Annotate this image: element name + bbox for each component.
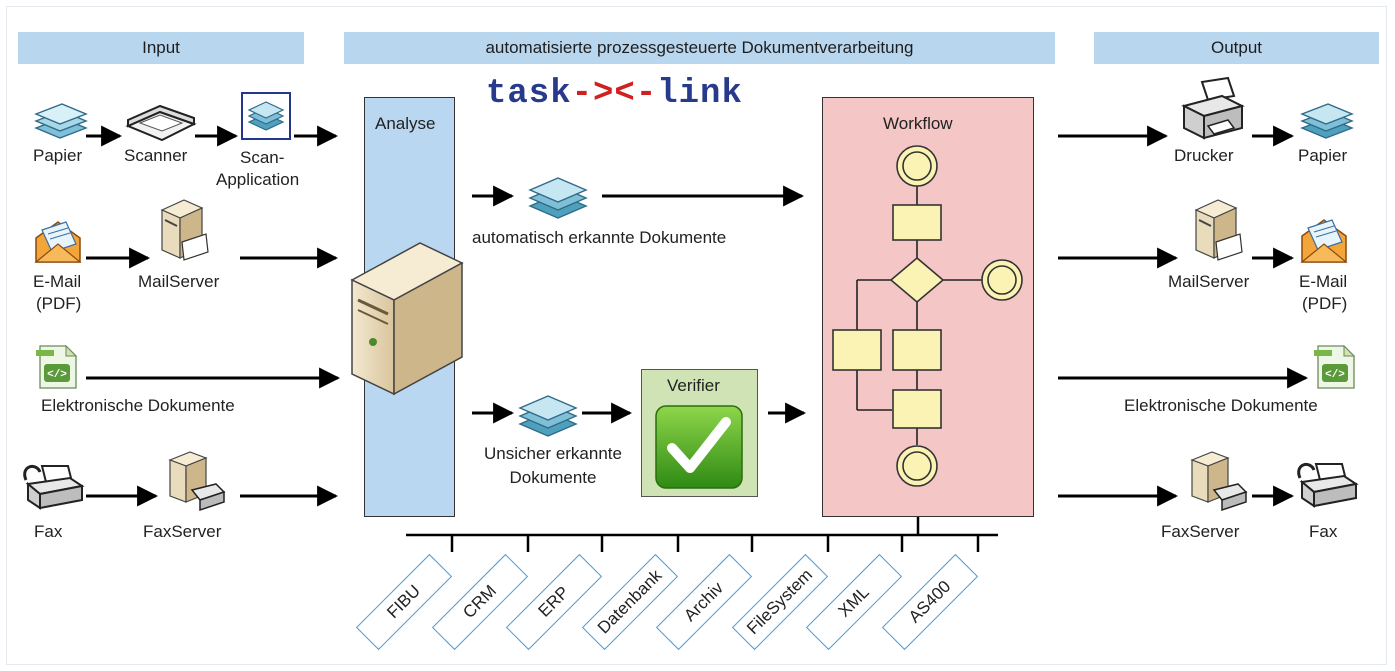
scan-application-icon	[247, 101, 285, 131]
checkmark-icon	[655, 405, 743, 489]
input-edocs-label: Elektronische Dokumente	[41, 396, 235, 415]
flow-arrows	[86, 125, 1309, 507]
input-scanapp-label-1: Scan-	[240, 148, 285, 167]
output-xml-document-icon: </>	[1314, 344, 1356, 389]
output-drucker-label: Drucker	[1174, 146, 1234, 165]
output-paper-stack-icon	[1300, 103, 1354, 139]
output-papier-label: Papier	[1298, 146, 1348, 165]
workflow-task-merge	[892, 389, 942, 429]
workflow-end-event-inner	[902, 451, 932, 481]
workflow-task-1	[892, 204, 942, 241]
workflow-end-event-right-inner	[987, 265, 1017, 295]
output-mailserver-label: MailServer	[1168, 272, 1250, 291]
processing-banner: automatisierte prozessgesteuerte Dokumen…	[344, 32, 1055, 64]
workflow-start-event-inner	[902, 151, 932, 181]
xml-document-icon: </>	[36, 344, 78, 389]
input-email-label-2: (PDF)	[36, 294, 82, 313]
output-fax-label: Fax	[1309, 522, 1338, 541]
workflow-label: Workflow	[883, 114, 953, 133]
logo-part-link: link	[657, 75, 743, 113]
output-email-label-2: (PDF)	[1302, 294, 1348, 313]
verifier-label: Verifier	[667, 376, 720, 395]
printer-icon	[1181, 76, 1245, 140]
workflow-task-middle	[892, 329, 942, 371]
svg-text:</>: </>	[47, 369, 67, 381]
unsure-docs-label-1: Unsicher erkannte	[484, 444, 622, 463]
input-banner-label: Input	[142, 38, 180, 57]
output-fax-icon	[1297, 462, 1359, 508]
email-envelope-icon	[34, 221, 82, 263]
input-banner: Input	[18, 32, 304, 64]
paper-stack-icon	[34, 103, 88, 139]
unsure-docs-label-2: Dokumente	[509, 468, 597, 487]
analyse-label: Analyse	[375, 114, 436, 133]
input-scanner-label: Scanner	[124, 146, 188, 165]
input-faxserver-label: FaxServer	[143, 522, 222, 541]
workflow-nodes	[832, 145, 1023, 487]
fax-icon	[23, 464, 85, 510]
mailserver-icon	[160, 199, 209, 261]
output-edocs-label: Elektronische Dokumente	[1124, 396, 1318, 415]
workflow-task-left	[832, 329, 882, 371]
input-papier-label: Papier	[33, 146, 83, 165]
output-mailserver-icon	[1194, 199, 1243, 261]
input-scanapp-label-2: Application	[216, 170, 300, 189]
output-faxserver-label: FaxServer	[1161, 522, 1240, 541]
processing-banner-label: automatisierte prozessgesteuerte Dokumen…	[485, 38, 914, 57]
svg-text:</>: </>	[1325, 369, 1345, 381]
scanner-icon	[125, 104, 197, 142]
unsure-docs-stack-icon	[518, 395, 578, 437]
scan-application-frame	[241, 92, 291, 140]
logo-part-arrows: -><-	[571, 75, 658, 113]
outer-frame	[6, 6, 1387, 665]
analysis-server-icon	[350, 242, 464, 396]
faxserver-icon	[168, 451, 226, 512]
auto-docs-label: automatisch erkannte Dokumente	[472, 228, 727, 247]
system-bus	[406, 517, 998, 552]
output-email-label-1: E-Mail	[1299, 272, 1348, 291]
workflow-gateway	[889, 256, 945, 304]
auto-docs-stack-icon	[528, 177, 588, 219]
output-banner-label: Output	[1210, 38, 1263, 57]
input-fax-label: Fax	[34, 522, 63, 541]
task-link-logo: task-><-link	[486, 75, 743, 113]
logo-part-task: task	[486, 75, 572, 113]
output-email-envelope-icon	[1300, 219, 1348, 263]
input-mailserver-label: MailServer	[138, 272, 220, 291]
output-banner: Output	[1094, 32, 1379, 64]
workflow-connectors	[856, 186, 982, 445]
output-faxserver-icon	[1190, 451, 1248, 512]
input-email-label-1: E-Mail	[33, 272, 82, 291]
